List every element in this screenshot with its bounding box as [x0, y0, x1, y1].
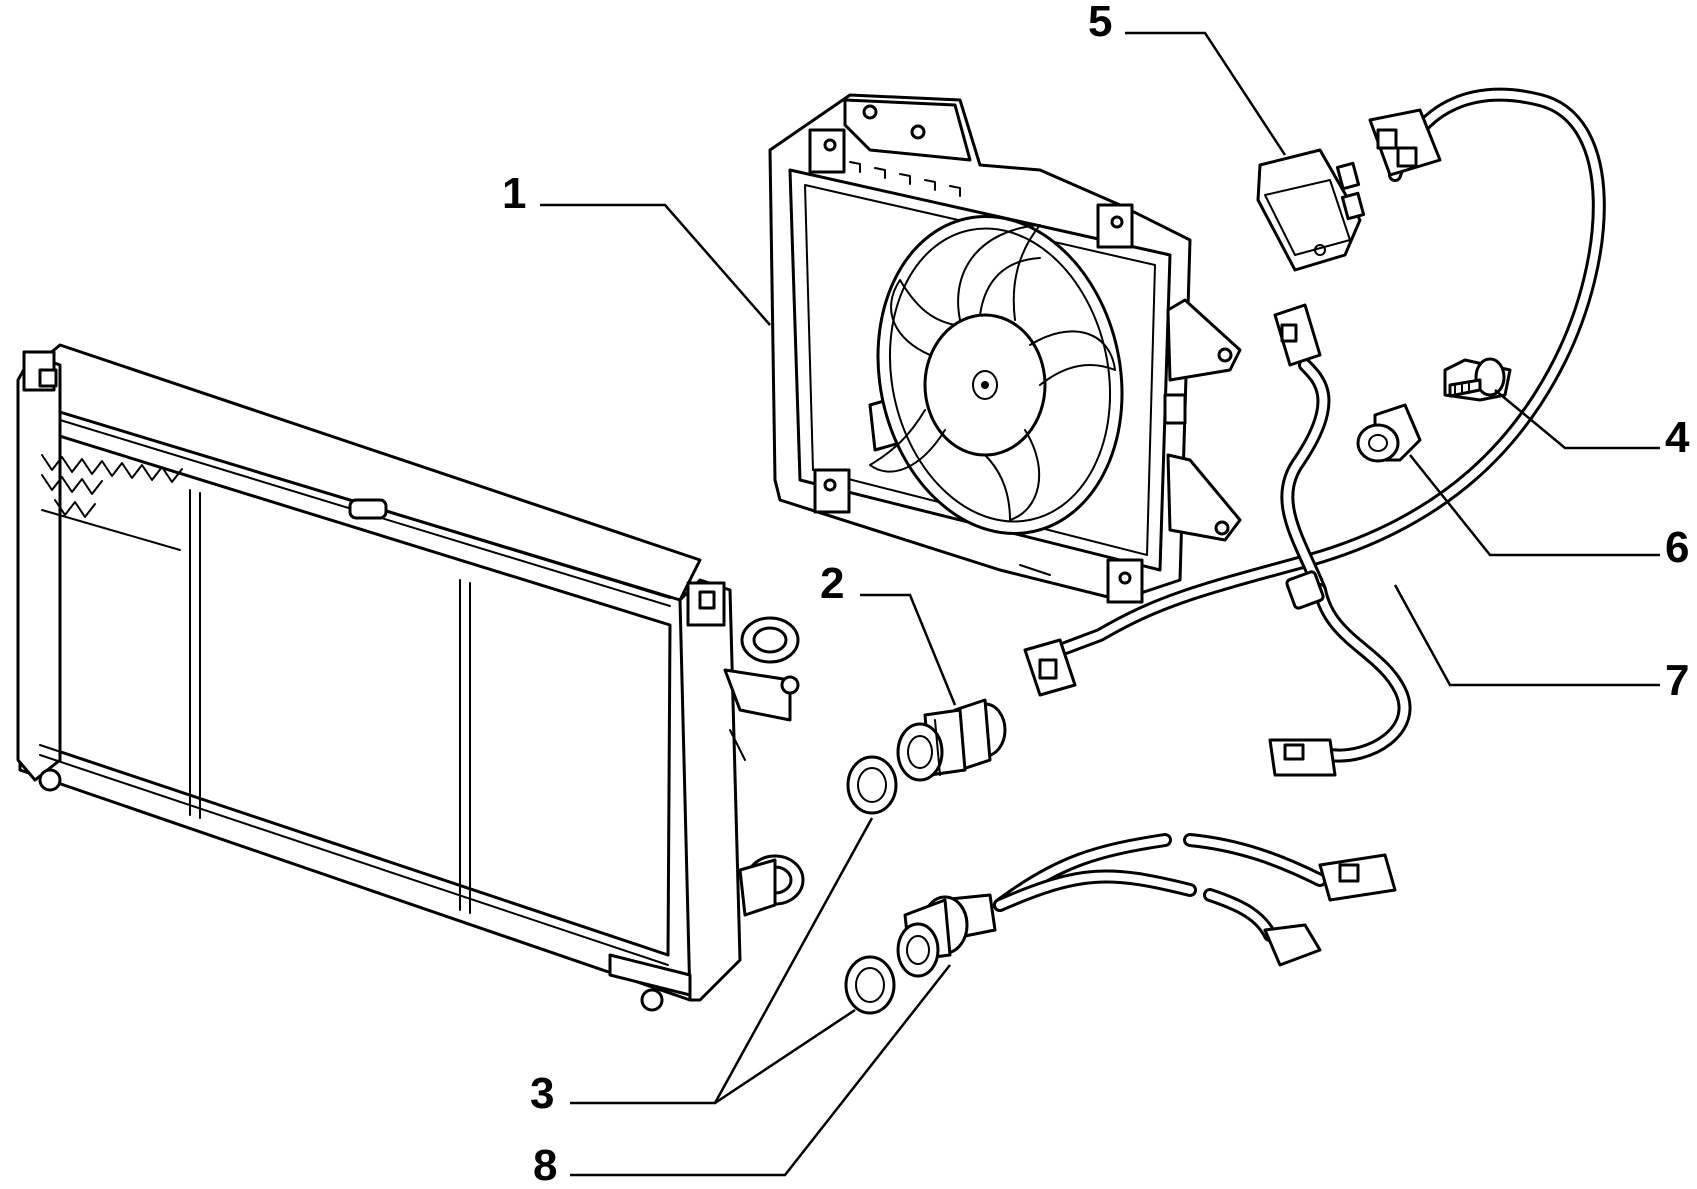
- part-6-fitting: [1356, 403, 1422, 463]
- part-3-washers: [844, 755, 898, 1015]
- radiator: [16, 343, 805, 1012]
- callout-8: 8: [533, 1141, 557, 1189]
- part-4-bolt: [1443, 357, 1512, 402]
- leader-lines: [540, 31, 1660, 1177]
- callout-3: 3: [530, 1069, 554, 1118]
- callouts: 1 2 3 4 5 6 7 8: [502, 0, 1690, 1189]
- leader-8: [570, 964, 951, 1177]
- callout-1: 1: [502, 169, 526, 218]
- leader-3b: [714, 1008, 856, 1105]
- callout-6: 6: [1665, 523, 1689, 572]
- callout-2: 2: [820, 559, 844, 608]
- leader-5: [1125, 31, 1287, 156]
- leader-7: [1393, 584, 1660, 687]
- leader-1: [540, 203, 771, 326]
- leader-6: [1409, 454, 1660, 557]
- part-5-relay: [1256, 148, 1366, 272]
- fin-pattern: [41, 454, 183, 551]
- fan-shroud-assembly: [768, 93, 1242, 604]
- callout-4: 4: [1665, 413, 1690, 462]
- leader-4: [1494, 389, 1660, 450]
- fan-blades: [869, 224, 1116, 521]
- callout-7: 7: [1665, 656, 1689, 705]
- part-8-sensor: [896, 833, 1397, 978]
- part-2-thermal-switch: [896, 698, 1007, 782]
- callout-5: 5: [1088, 0, 1112, 46]
- leader-2: [860, 593, 957, 706]
- wiring-harness: [1023, 87, 1606, 777]
